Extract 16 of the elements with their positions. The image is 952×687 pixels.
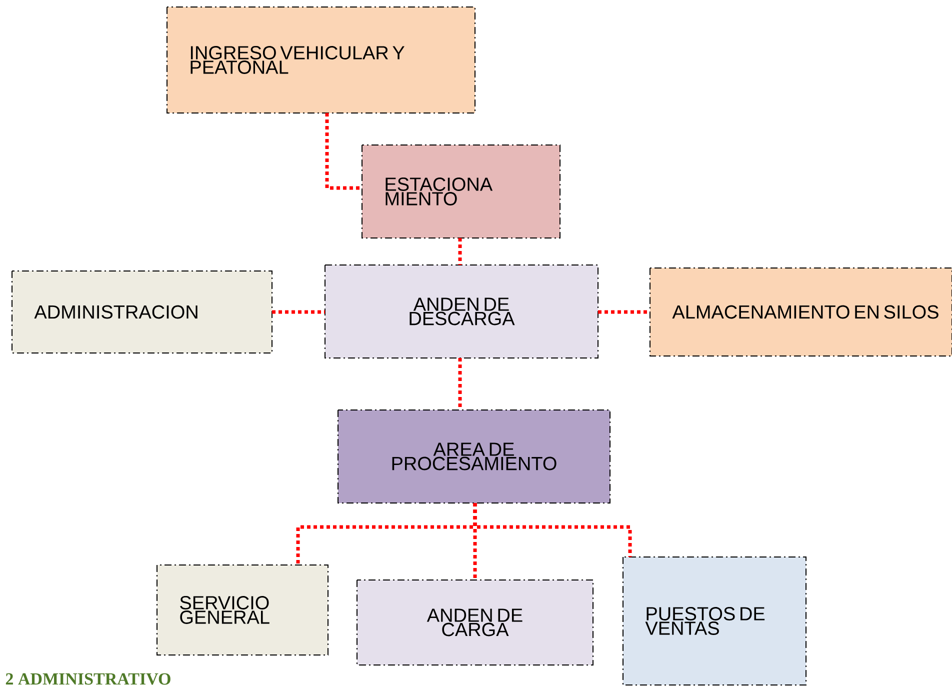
process-box: ESTACIONA MIENTO bbox=[362, 144, 560, 238]
process-box: SERVICIO GENERAL bbox=[156, 564, 328, 656]
connector-line bbox=[473, 502, 632, 557]
process-box: INGRESO VEHICULAR Y PEATONAL bbox=[166, 6, 476, 114]
connector-line bbox=[458, 238, 462, 265]
section-heading: 2 ADMINISTRATIVO bbox=[6, 673, 170, 685]
process-box: ADMINISTRACION bbox=[12, 270, 272, 354]
connector-line bbox=[458, 358, 462, 410]
connector-line bbox=[325, 112, 362, 190]
connector-line bbox=[272, 310, 325, 314]
process-box: PUESTOS DE VENTAS bbox=[622, 556, 806, 686]
process-box: AREA DE PROCESAMIENTO bbox=[338, 409, 610, 504]
process-box: ANDEN DE CARGA bbox=[356, 579, 594, 666]
process-box: ALMACENAMIENTO EN SILOS bbox=[650, 267, 952, 356]
process-box: ANDEN DE DESCARGA bbox=[324, 264, 598, 358]
connector-line bbox=[598, 310, 650, 314]
